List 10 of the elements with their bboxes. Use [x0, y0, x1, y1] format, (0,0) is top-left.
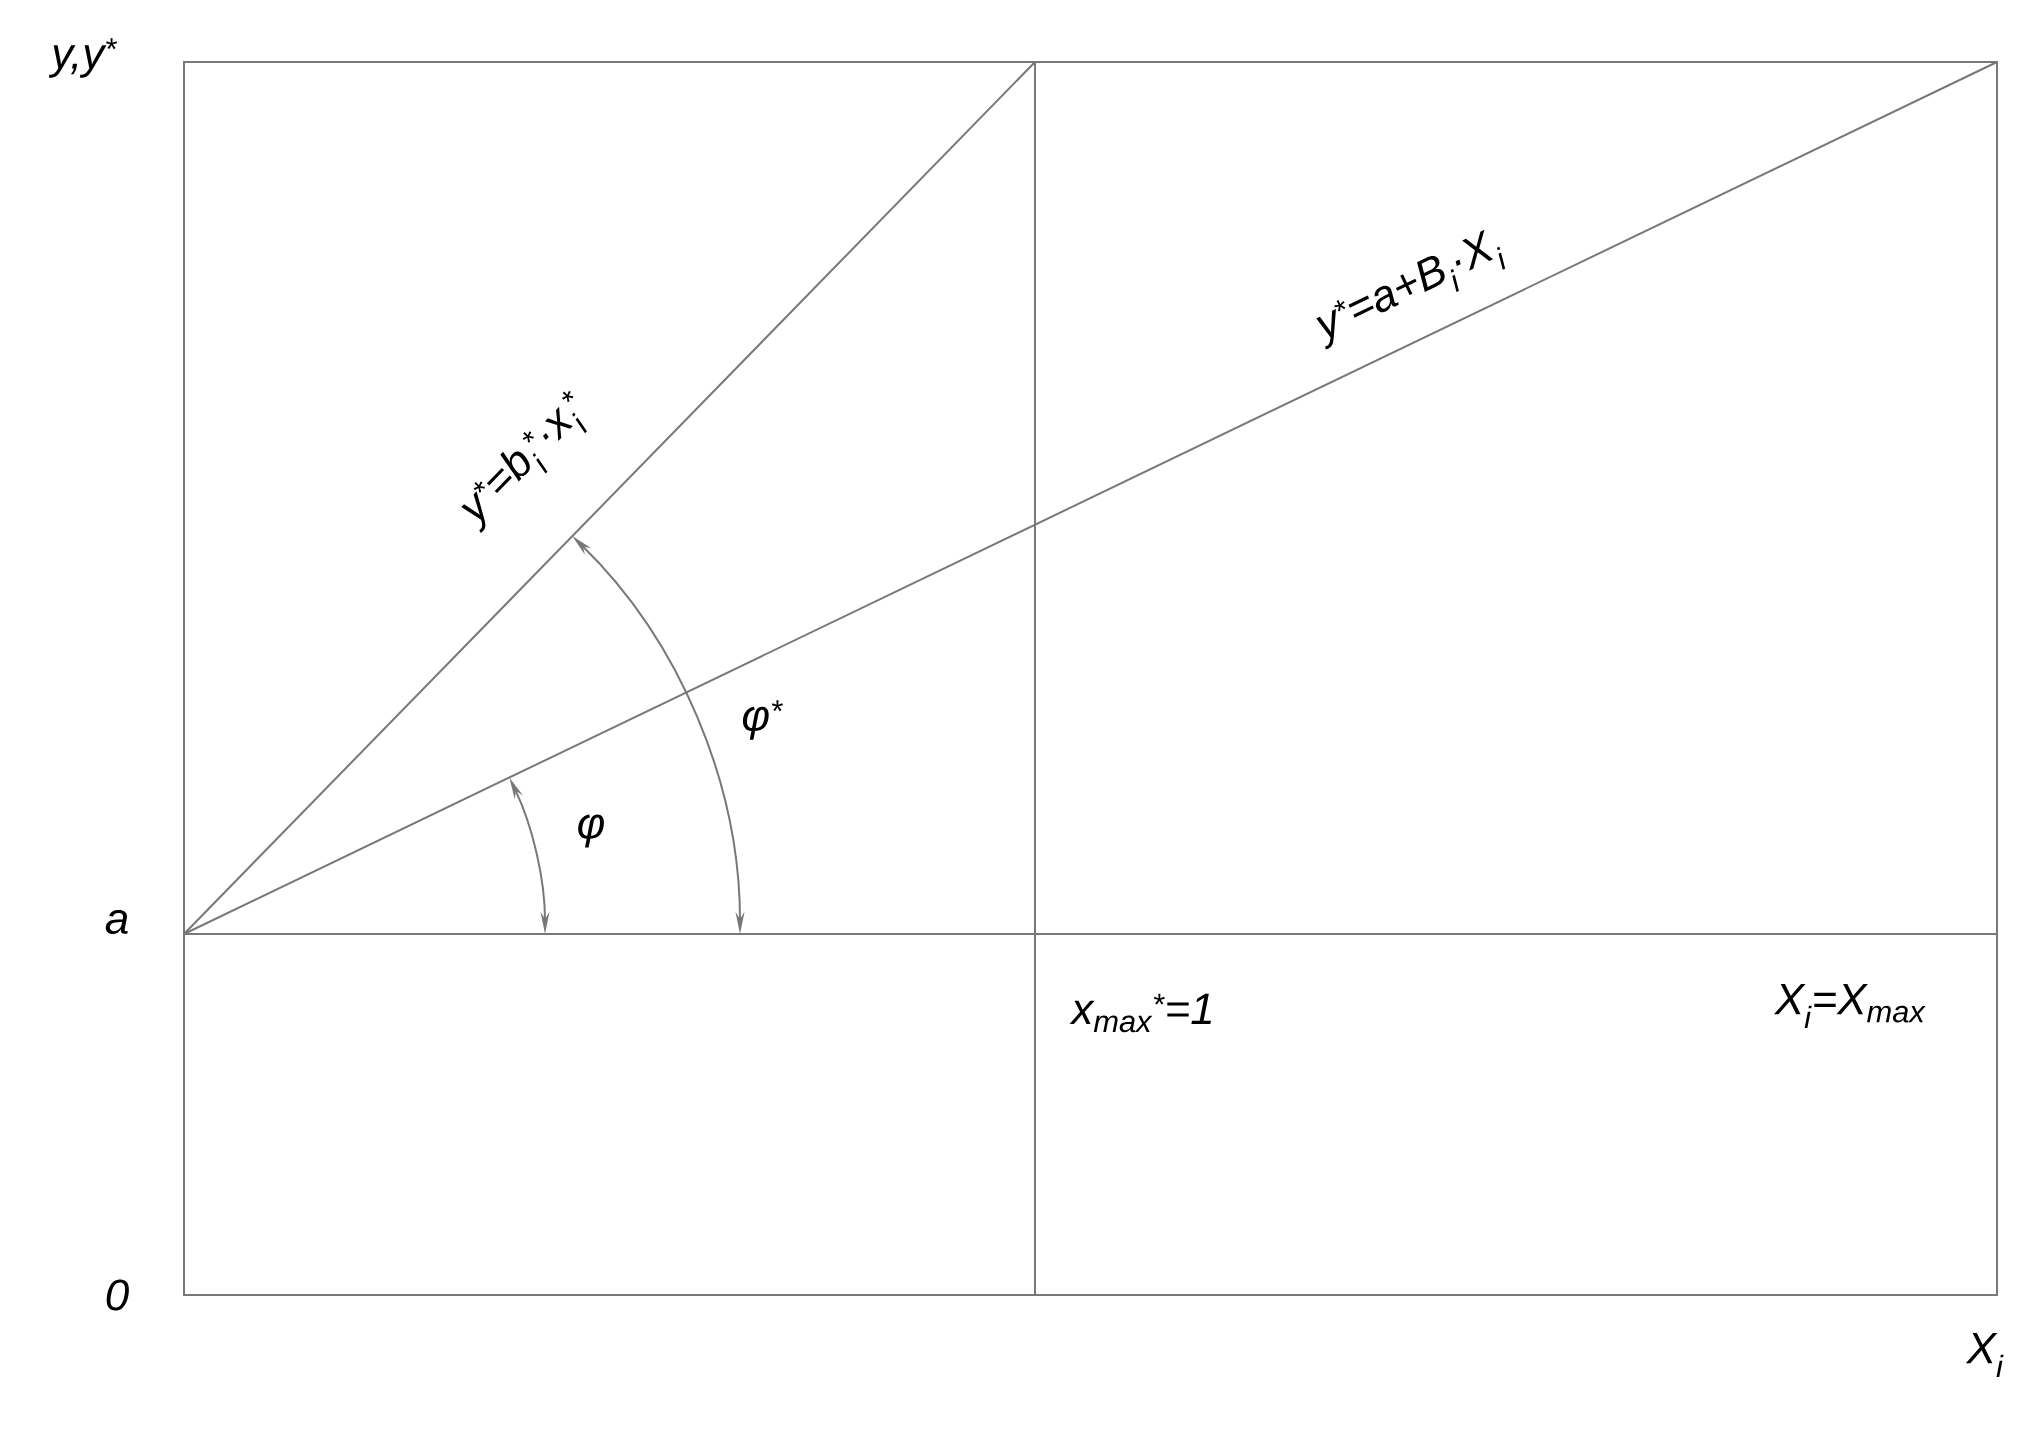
value-label: X$_{i}$=X$_{max}$ — [1774, 984, 1926, 1028]
axis-label: X$_{i}$ — [1965, 1333, 2004, 1378]
line-label: y$^{*}$=a+B$_{i}$·X$_{i}$ — [1307, 223, 1513, 357]
angle-label: φ$^{*}$ — [742, 700, 783, 740]
axis-value: 0 — [106, 1279, 129, 1311]
value-label: x$_{max}$$^{*}$=1 — [1069, 993, 1211, 1033]
line-label: y$^{*}$=b$_{i}$$^{*}$·x$_{i}$* — [449, 383, 603, 539]
axis-label: y,y$^{*}$ — [48, 38, 118, 78]
axis-value: a — [105, 909, 128, 935]
angle-label: φ — [578, 814, 604, 848]
